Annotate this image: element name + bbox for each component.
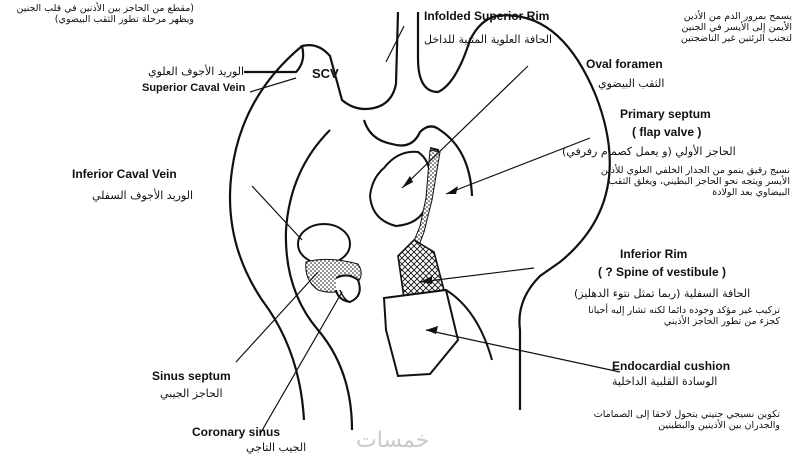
- svc-ar-label: الوريد الأجوف العلوي: [148, 65, 245, 78]
- top-left-note: (مقطع من الحاجز بين الأذنين في قلب الجني…: [16, 3, 194, 25]
- sinus-septum-ar-label: الحاجز الجيبي: [160, 387, 223, 400]
- svc-en-label: Superior Caval Vein: [142, 82, 246, 94]
- spine-vestibule-en-label: ( ? Spine of vestibule ): [598, 265, 727, 279]
- oval-foramen-shape: [368, 150, 432, 228]
- endocardial-cushion-shape: [382, 288, 460, 378]
- oval-foramen-en-label: Oval foramen: [586, 57, 663, 71]
- outer-wall-left: [244, 11, 400, 111]
- right-atrium-outer-wall: [228, 45, 306, 421]
- endocardial-note: تكوين نسيجي جنيني يتحول لاحقا إلى الصمام…: [593, 409, 780, 431]
- oval-foramen-ar-label: الثقب البيضوي: [598, 77, 665, 90]
- sinus-septum-en-label: Sinus septum: [152, 369, 231, 383]
- svc-abbrev-label: SCV: [312, 66, 339, 81]
- leader-lines: [235, 25, 621, 435]
- ivc-opening: [297, 223, 351, 265]
- primary-septum-note: نسيج رقيق ينمو من الجدار الخلفي العلوي ل…: [600, 165, 790, 198]
- endocardial-en-label: Endocardial cushion: [612, 359, 731, 373]
- ivc-en-label: Inferior Caval Vein: [72, 167, 177, 181]
- inferior-rim-en-label: Inferior Rim: [620, 247, 688, 261]
- arrowheads: [402, 176, 458, 334]
- right-atrium-inner-wall: [284, 129, 354, 431]
- infolded-rim-en-label: Infolded Superior Rim: [424, 9, 550, 23]
- inferior-rim-note: تركيب غير مؤكد وجوده دائما لكنه تشار إلي…: [588, 305, 780, 327]
- watermark-logo: خمسات: [356, 428, 430, 453]
- coronary-sinus-ar-label: الجيب التاجي: [246, 441, 307, 454]
- septum-secundum: [362, 119, 474, 197]
- outer-wall-right-top: [416, 12, 497, 94]
- coronary-sinus-shape: [335, 274, 361, 304]
- infolded-rim-ar-label: الحافة العلوية المثنية للداخل: [424, 33, 553, 46]
- inferior-rim: [397, 238, 445, 299]
- top-right-note: يسمح بمرور الدم من الأذين الأيمن إلى الأ…: [680, 11, 792, 44]
- endocardial-ar-label: الوسادة القلبية الداخلية: [612, 375, 718, 388]
- coronary-sinus-en-label: Coronary sinus: [192, 425, 281, 439]
- primary-septum-en-label: Primary septum: [620, 107, 711, 121]
- left-atrium-wall: [495, 14, 611, 410]
- flap-valve-en-label: ( flap valve ): [632, 125, 702, 139]
- ivc-ar-label: الوريد الأجوف السفلي: [92, 189, 194, 202]
- coronary-sinus-arc: [339, 289, 351, 303]
- primary-septum-ar-label: الحاجز الأولي (و يعمل كصمام رفرفي): [562, 145, 736, 158]
- inferior-rim-ar-label: الحافة السفلية (ربما تمثل نتوء الدهليز): [574, 287, 751, 300]
- lower-right-wall: [445, 289, 493, 361]
